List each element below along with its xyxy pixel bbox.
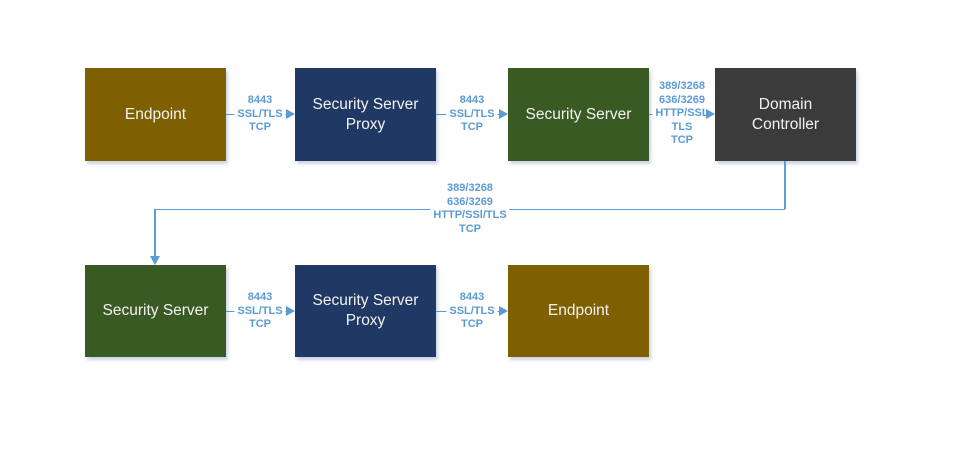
edge-label-line: TLS	[671, 120, 693, 133]
edge-label-line: SSL/TLS	[449, 107, 495, 120]
edge-label-line: 636/3269	[659, 93, 705, 106]
node-security-server-proxy-bottom-label: Security Server Proxy	[312, 292, 419, 329]
node-security-server-bottom-label: Security Server	[102, 302, 209, 319]
edge-line-vertical	[154, 208, 156, 257]
edge-label-proxy-to-endpoint-bottom: 8443 SSL/TLS TCP	[446, 291, 498, 332]
node-endpoint-bottom-label: Endpoint	[547, 302, 610, 319]
edge-label-line: 8443	[459, 94, 485, 106]
edge-label-domain-controller-to-security-server-bottom: 389/3268 636/3269 HTTP/SSl/TLS TCP	[430, 182, 510, 236]
edge-label-security-server-to-proxy-bottom: 8443 SSL/TLS TCP	[234, 291, 286, 332]
node-security-server-top-label: Security Server	[525, 105, 632, 123]
edge-label-line: SSL/TLS	[237, 304, 283, 317]
edge-label-line: 8443	[459, 291, 485, 303]
edge-label-security-server-to-domain-controller: 389/3268 636/3269 HTTP/SSL TLS TCP	[652, 80, 712, 148]
node-security-server-proxy-bottom: Security Server Proxy	[295, 265, 436, 357]
edge-label-endpoint-to-proxy-top: 8443 SSL/TLS TCP	[234, 94, 286, 135]
node-security-server-top: Security Server	[508, 68, 649, 161]
node-endpoint-bottom: Endpoint	[508, 265, 649, 357]
arrowhead-down-icon	[150, 255, 160, 265]
edge-label-line: TCP	[459, 222, 481, 235]
node-security-server-bottom: Security Server	[85, 265, 226, 357]
edge-label-line: TCP	[670, 134, 693, 146]
node-endpoint-top-label: Endpoint	[124, 105, 187, 123]
arrowhead-right-icon	[499, 306, 508, 317]
edge-label-line: TCP	[248, 121, 271, 133]
edge-label-line: 636/3269	[447, 195, 493, 208]
edge-label-line: 389/3268	[447, 182, 493, 194]
edge-label-line: SSL/TLS	[237, 107, 283, 120]
edge-label-line: HTTP/SSl/TLS	[433, 209, 507, 221]
edge-label-line: TCP	[460, 121, 483, 133]
edge-label-line: TCP	[460, 318, 483, 330]
edge-label-line: 8443	[247, 94, 273, 106]
edge-label-proxy-to-security-server-top: 8443 SSL/TLS TCP	[446, 94, 498, 135]
edge-label-line: TCP	[248, 318, 271, 330]
node-domain-controller-label: Domain Controller	[751, 95, 820, 133]
edge-label-line: 8443	[247, 291, 273, 303]
arrowhead-right-icon	[706, 109, 715, 120]
arrowhead-right-icon	[499, 109, 508, 120]
node-domain-controller: Domain Controller	[715, 68, 856, 161]
node-endpoint-top: Endpoint	[85, 68, 226, 161]
arrowhead-right-icon	[286, 109, 295, 120]
edge-label-line: SSL/TLS	[449, 304, 495, 317]
node-security-server-proxy-top-label: Security Server Proxy	[312, 95, 419, 133]
node-security-server-proxy-top: Security Server Proxy	[295, 68, 436, 161]
edge-label-line: 389/3268	[659, 80, 705, 92]
arrowhead-right-icon	[286, 306, 295, 317]
edge-line-vertical	[784, 161, 786, 209]
edge-label-line: HTTP/SSL	[655, 107, 709, 119]
